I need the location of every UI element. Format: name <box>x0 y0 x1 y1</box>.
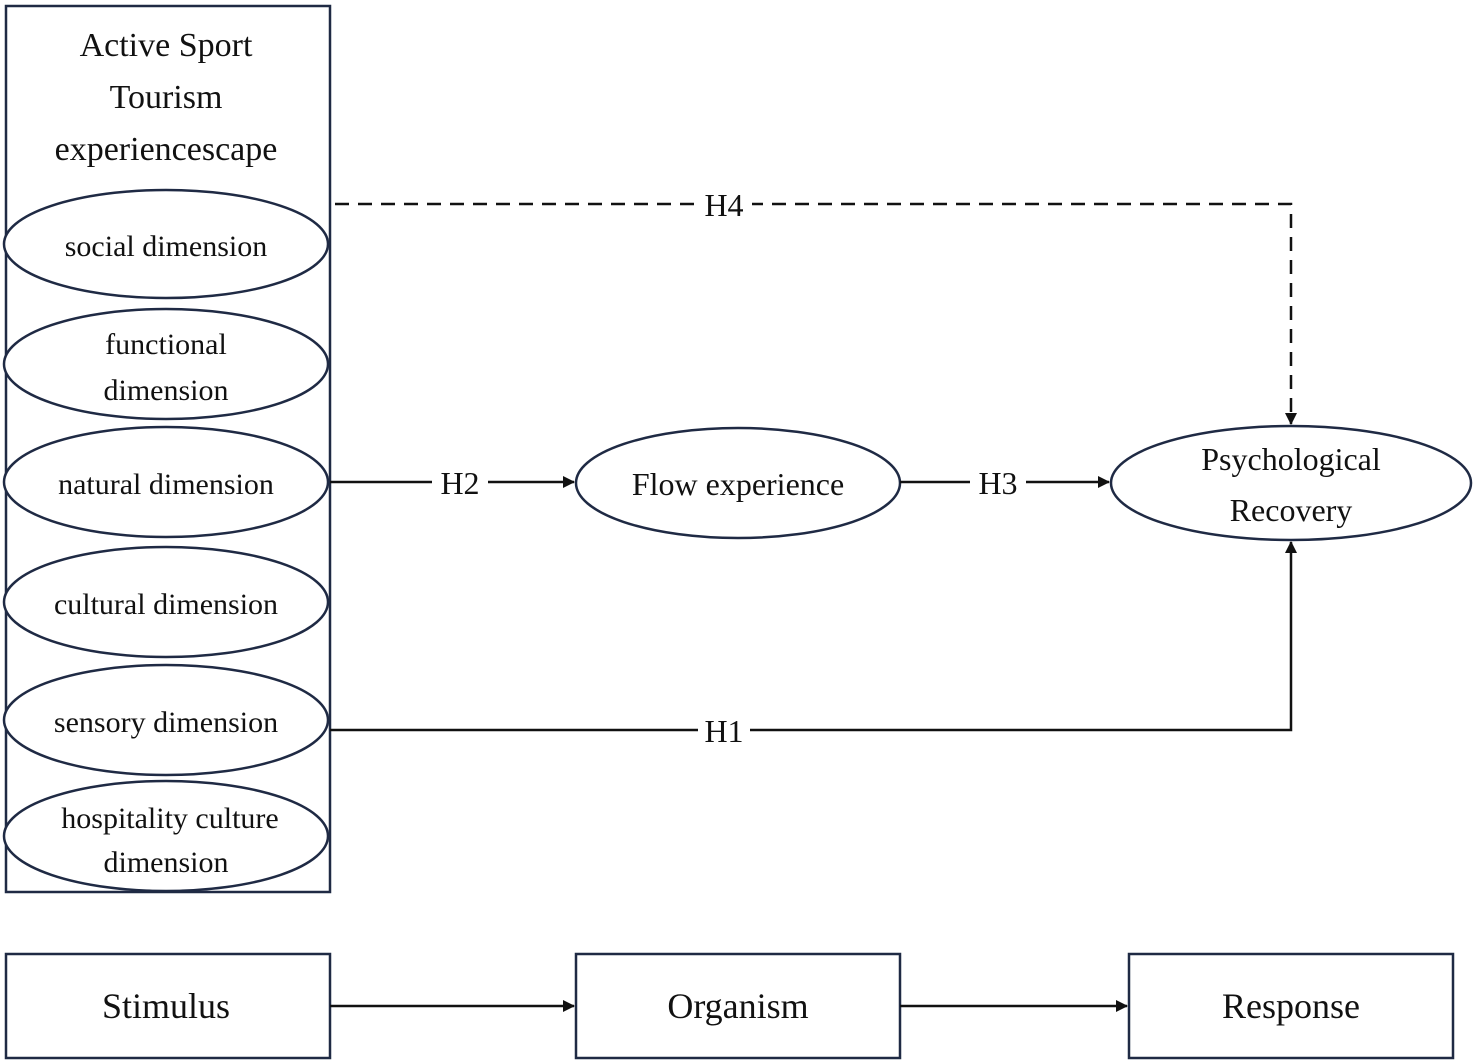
label-sensory-dimension: sensory dimension <box>54 706 278 739</box>
ellipse-cultural-dimension <box>2 545 330 659</box>
construct-title-line-3: experiencescape <box>55 131 278 168</box>
construct-title-line-2: Tourism <box>110 79 223 116</box>
ellipse-hospitality-culture-dimension <box>2 779 330 893</box>
label-stimulus: Stimulus <box>102 986 230 1026</box>
label-h1: H1 <box>704 713 743 749</box>
label-functional-line-2: dimension <box>104 374 229 407</box>
h2-label-bg <box>432 464 488 500</box>
h1-label-bg <box>698 712 750 748</box>
label-psychological-line-1: Psychological <box>1201 441 1381 477</box>
label-functional-line-1: functional <box>105 328 227 361</box>
label-hospitality-line-1: hospitality culture <box>61 802 278 835</box>
h3-label-bg <box>970 464 1026 500</box>
response-box <box>1127 952 1455 1060</box>
ellipse-psychological-recovery <box>1109 424 1473 542</box>
construct-title-line-1: Active Sport <box>80 27 253 64</box>
h4-label-bg <box>696 186 752 222</box>
label-h4: H4 <box>704 187 743 223</box>
label-h2: H2 <box>440 465 479 501</box>
ellipse-sensory-dimension <box>2 663 330 777</box>
label-hospitality-line-2: dimension <box>104 846 229 879</box>
label-psychological-line-2: Recovery <box>1230 492 1353 528</box>
ellipse-social-dimension <box>2 188 330 300</box>
ellipse-natural-dimension <box>2 425 330 539</box>
label-social-dimension: social dimension <box>65 230 267 263</box>
path-h4 <box>335 202 1297 425</box>
label-natural-dimension: natural dimension <box>58 468 274 501</box>
label-organism: Organism <box>667 986 808 1026</box>
path-h1 <box>330 541 1297 732</box>
label-cultural-dimension: cultural dimension <box>54 588 278 621</box>
label-response: Response <box>1222 986 1360 1026</box>
label-flow-experience: Flow experience <box>632 466 844 502</box>
label-h3: H3 <box>978 465 1017 501</box>
ellipse-functional-dimension <box>2 307 330 421</box>
